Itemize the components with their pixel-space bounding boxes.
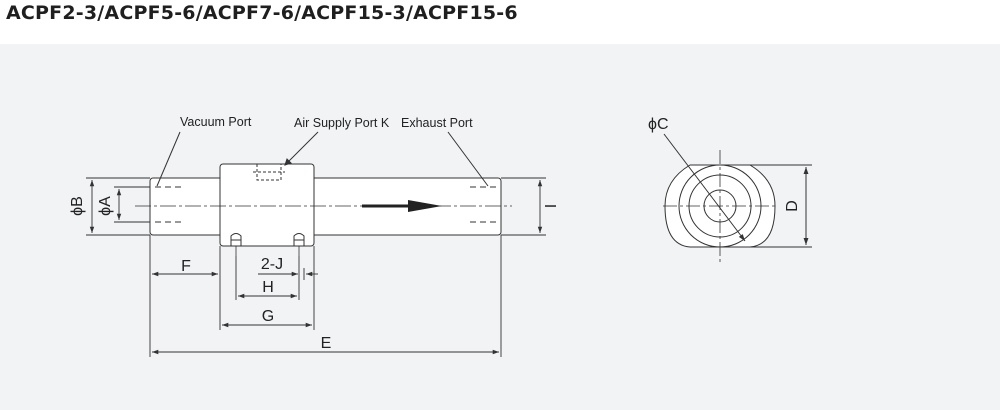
exhaust-port-leader	[447, 131, 489, 187]
end-view	[663, 133, 812, 262]
dim-2-j: 2-J	[261, 256, 283, 273]
dim-h: H	[262, 279, 274, 296]
ejector-body	[219, 163, 315, 247]
vacuum-port-label: Vacuum Port	[180, 115, 252, 129]
mounting-hole-left	[230, 233, 242, 246]
flow-arrow	[362, 200, 442, 212]
dim-line-phi-c	[663, 133, 746, 242]
dim-e: E	[321, 335, 332, 352]
ejector-tube	[149, 177, 502, 236]
air-supply-port-leader	[284, 131, 319, 166]
dim-g: G	[262, 308, 274, 325]
side-view	[135, 163, 512, 256]
dim-phi-c: ϕC	[648, 116, 669, 133]
mounting-hole-right	[293, 233, 305, 246]
vacuum-port-leader	[156, 131, 181, 187]
dim-d: D	[784, 200, 801, 212]
dim-phi-b: ϕB	[69, 196, 86, 216]
air-supply-port-label: Air Supply Port K	[294, 116, 390, 130]
dim-i: I	[543, 204, 560, 208]
exhaust-port-label: Exhaust Port	[401, 116, 473, 130]
page-title: ACPF2-3/ACPF5-6/ACPF7-6/ACPF15-3/ACPF15-…	[6, 2, 518, 24]
dim-f: F	[181, 258, 191, 275]
dim-phi-a: ϕA	[97, 196, 114, 216]
